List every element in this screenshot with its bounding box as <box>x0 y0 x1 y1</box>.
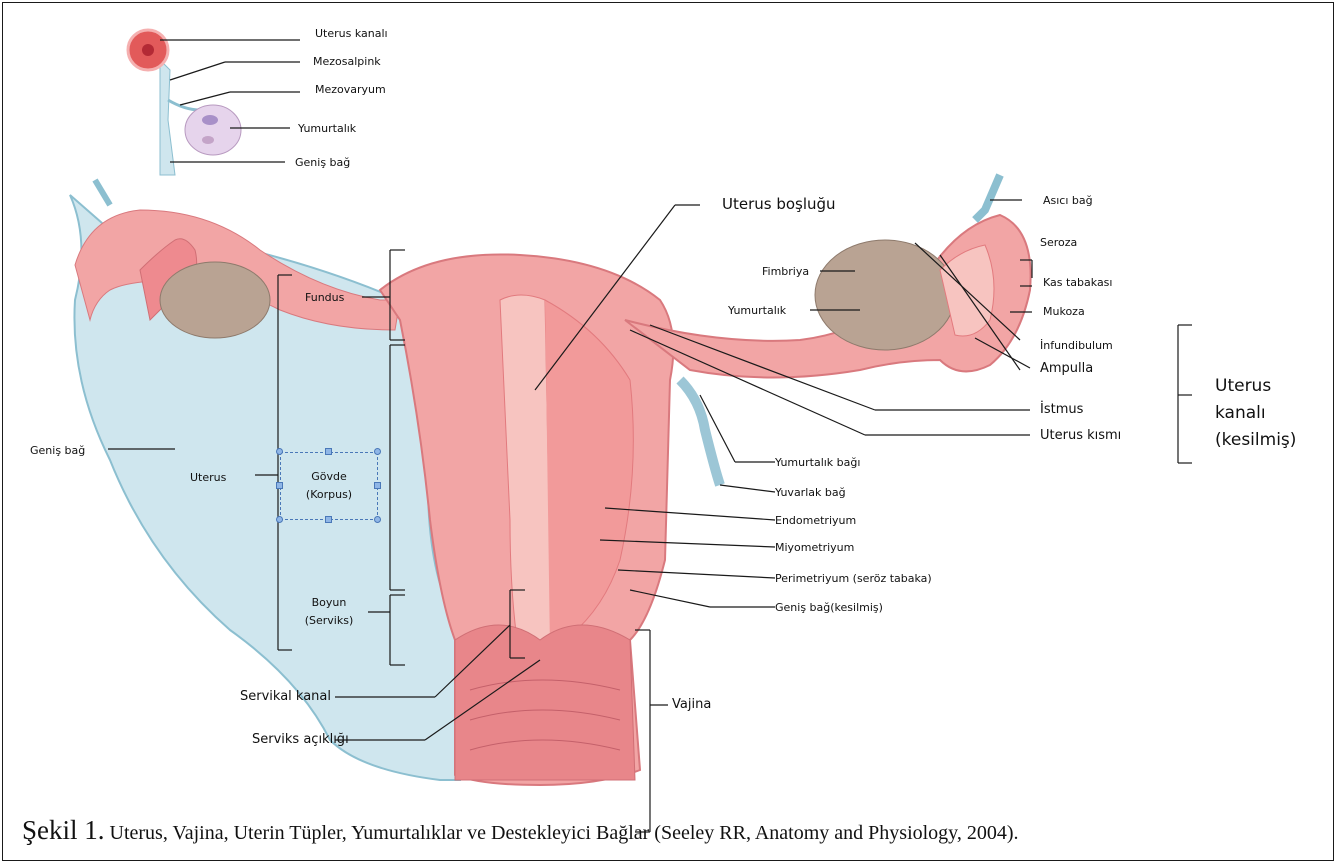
label-serviks: (Serviks) <box>290 615 368 626</box>
label-uterus-kanali-group-3: (kesilmiş) <box>1215 429 1296 452</box>
label-yumurtalik-bagi: Yumurtalık bağı <box>775 457 860 468</box>
label-mezovaryum: Mezovaryum <box>315 84 386 95</box>
label-servikal-kanal: Servikal kanal <box>240 690 331 703</box>
selection-box[interactable] <box>280 452 378 520</box>
uterine-tube-right <box>625 215 1031 378</box>
resize-handle-bl[interactable] <box>276 516 283 523</box>
resize-handle-br[interactable] <box>374 516 381 523</box>
label-seroza: Seroza <box>1040 237 1077 248</box>
label-asici-bag: Asıcı bağ <box>1043 195 1093 206</box>
label-perimetriyum: Perimetriyum (seröz tabaka) <box>775 573 932 584</box>
label-uterus-kismi: Uterus kısmı <box>1040 429 1121 442</box>
label-yumurtalik-right: Yumurtalık <box>728 305 786 316</box>
resize-handle-tr[interactable] <box>374 448 381 455</box>
label-kas-tabakasi: Kas tabakası <box>1043 277 1112 288</box>
label-korpus: (Korpus) <box>290 489 368 500</box>
caption-figure-number: Şekil 1. <box>22 815 105 845</box>
resize-handle-b[interactable] <box>325 516 332 523</box>
label-boyun: Boyun <box>290 597 368 608</box>
label-uterus: Uterus <box>190 472 226 483</box>
label-serviks-acikligi: Serviks açıklığı <box>252 733 349 746</box>
label-ampulla: Ampulla <box>1040 362 1093 375</box>
label-genis-bag-left: Geniş bağ <box>30 445 85 456</box>
label-uterus-boslugu: Uterus boşluğu <box>722 197 836 212</box>
label-endometriyum: Endometriyum <box>775 515 856 526</box>
label-uterus-kanali-group-2: kanalı <box>1215 402 1266 425</box>
caption-text: Uterus, Vajina, Uterin Tüpler, Yumurtalı… <box>105 822 1019 844</box>
resize-handle-tl[interactable] <box>276 448 283 455</box>
label-yuvarlak-bag: Yuvarlak bağ <box>775 487 846 498</box>
label-miyometriyum: Miyometriyum <box>775 542 854 553</box>
label-yumurtalik-top: Yumurtalık <box>298 123 356 134</box>
resize-handle-r[interactable] <box>374 482 381 489</box>
label-mezosalpink: Mezosalpink <box>313 56 381 67</box>
label-fimbriya: Fimbriya <box>762 266 809 277</box>
resize-handle-l[interactable] <box>276 482 283 489</box>
label-fundus: Fundus <box>305 292 344 303</box>
figure-caption: Şekil 1. Uterus, Vajina, Uterin Tüpler, … <box>22 815 1019 846</box>
label-mukoza: Mukoza <box>1043 306 1085 317</box>
label-uterus-kanali-group-1: Uterus <box>1215 375 1271 398</box>
label-genis-bag-kesilmis: Geniş bağ(kesilmiş) <box>775 602 883 613</box>
label-infundibulum: İnfundibulum <box>1040 340 1113 351</box>
label-vajina: Vajina <box>672 698 711 711</box>
inset-cross-section <box>128 30 241 175</box>
label-genis-bag-top: Geniş bağ <box>295 157 350 168</box>
label-istmus: İstmus <box>1040 403 1083 416</box>
label-govde: Gövde <box>290 471 368 482</box>
label-uterus-kanali-top: Uterus kanalı <box>315 28 388 39</box>
resize-handle-t[interactable] <box>325 448 332 455</box>
